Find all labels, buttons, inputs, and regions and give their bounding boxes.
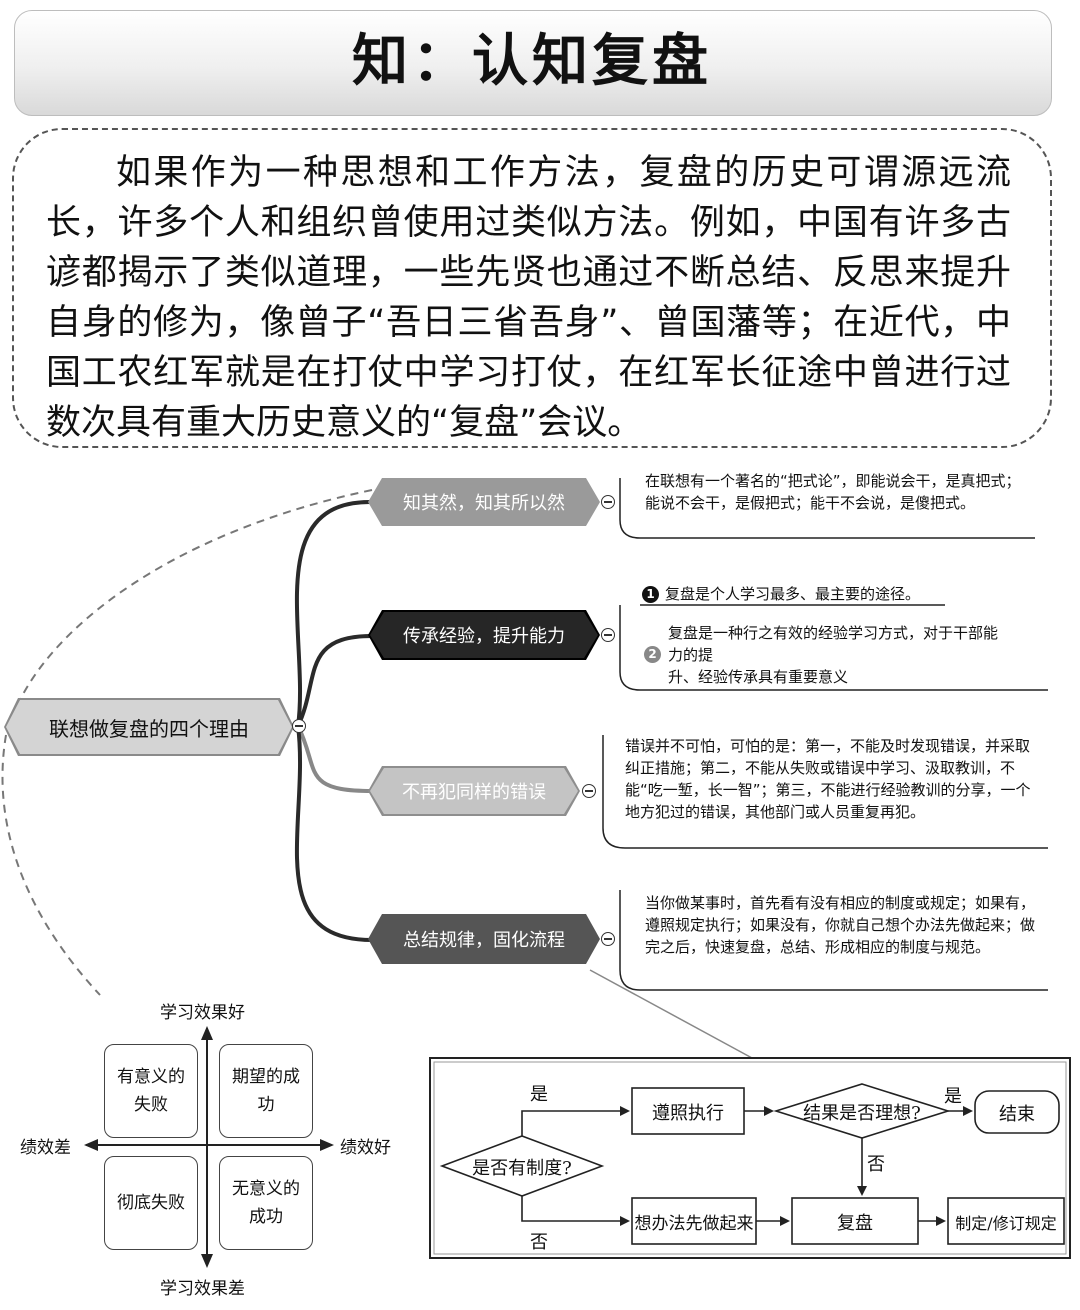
branch-point-2-line-1: 复盘是一种行之有效的经验学习方式，对于干部能	[668, 624, 999, 642]
branch-label-2: 传承经验，提升能力	[403, 626, 565, 647]
quadrant-top-left: 有意义的失败	[104, 1044, 198, 1138]
collapse-icon[interactable]	[601, 495, 615, 509]
flow-decision-has-rule: 是否有制度?	[472, 1158, 572, 1179]
collapse-icon[interactable]	[601, 932, 615, 946]
intro-paragraph: 如果作为一种思想和工作方法，复盘的历史可谓源远流长，许多个人和组织曾使用过类似方…	[46, 153, 1011, 443]
flow-no-label-2: 否	[867, 1154, 885, 1175]
branch-note-1: 在联想有一个著名的“把式论”，即能说会干，是真把式；能说不会干，是假把式；能干不…	[645, 472, 1021, 512]
branch-point-2-line-2: 力的提	[668, 646, 714, 664]
branch-node-2: 传承经验，提升能力	[368, 610, 600, 660]
branch-note-4: 当你做某事时，首先看有没有相应的制度或规定；如果有，遵照规定执行；如果没有，你就…	[645, 894, 1036, 956]
branch-node-3: 不再犯同样的错误	[368, 766, 580, 816]
branch-label-3: 不再犯同样的错误	[402, 782, 546, 803]
number-badge-1: 1	[642, 586, 659, 603]
flow-follow-rule: 遵照执行	[652, 1103, 724, 1124]
quadrant-bottom-left: 彻底失败	[104, 1156, 198, 1250]
quadrant-bottom-right: 无意义的成功	[219, 1156, 313, 1250]
flow-decision-result-ideal: 结果是否理想?	[803, 1103, 921, 1124]
branch-point-1: 1 复盘是个人学习最多、最主要的途径。	[642, 583, 1042, 605]
axis-label-top: 学习效果好	[160, 1003, 245, 1023]
branch-note-3: 错误并不可怕，可怕的是：第一，不能及时发现错误，并采取纠正措施；第二，不能从失败…	[625, 737, 1031, 821]
flow-yes-label-2: 是	[944, 1086, 962, 1107]
collapse-icon[interactable]	[601, 628, 615, 642]
collapse-icon[interactable]	[582, 784, 596, 798]
axis-label-left: 绩效差	[20, 1138, 71, 1158]
branch-label-1: 知其然，知其所以然	[403, 493, 565, 514]
branch-node-1: 知其然，知其所以然	[368, 478, 600, 526]
title-banner	[14, 10, 1052, 116]
branch-point-2-line-3: 升、经验传承具有重要意义	[668, 668, 849, 686]
mindmap-root-label: 联想做复盘的四个理由	[49, 716, 249, 741]
branch-label-4: 总结规律，固化流程	[403, 930, 565, 951]
flow-end: 结束	[999, 1104, 1035, 1125]
axis-label-right: 绩效好	[340, 1138, 391, 1158]
flow-review: 复盘	[837, 1213, 873, 1234]
axis-label-bottom: 学习效果差	[160, 1279, 245, 1299]
flow-yes-label: 是	[530, 1084, 548, 1105]
flow-define-rules: 制定/修订规定	[955, 1214, 1057, 1233]
mindmap-root-node: 联想做复盘的四个理由	[4, 698, 294, 756]
branch-point-2: 复盘是一种行之有效的经验学习方式，对于干部能 2 力的提 升、经验传承具有重要意…	[644, 622, 1044, 688]
number-badge-2: 2	[644, 646, 661, 663]
collapse-icon[interactable]	[292, 719, 306, 733]
page-title: 知：认知复盘	[352, 29, 712, 94]
intro-box	[12, 128, 1052, 448]
flow-improvise: 想办法先做起来	[634, 1214, 754, 1234]
quadrant-top-right: 期望的成功	[219, 1044, 313, 1138]
flow-no-label: 否	[530, 1232, 548, 1253]
branch-node-4: 总结规律，固化流程	[368, 914, 600, 964]
branch-point-text-1: 复盘是个人学习最多、最主要的途径。	[665, 585, 921, 603]
